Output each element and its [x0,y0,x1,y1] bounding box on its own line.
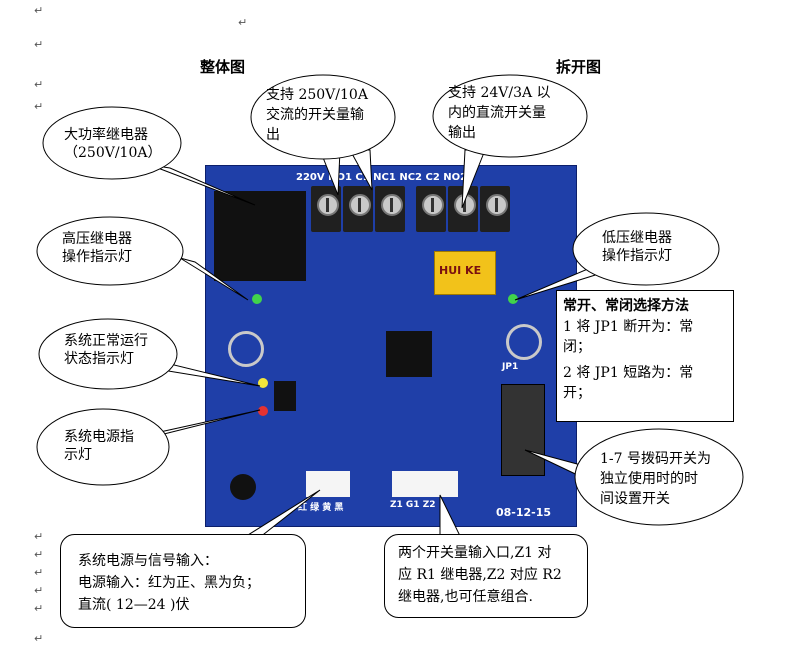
callout-line: 输出 [448,125,476,141]
paragraph-mark: ↵ [34,4,44,17]
paragraph-mark: ↵ [34,602,44,615]
power-connector [306,471,350,497]
yellow-led [258,378,268,388]
paragraph-mark: ↵ [34,530,44,543]
paragraph-mark: ↵ [34,38,44,51]
note-line: 1 将 JP1 断开为：常 [563,319,694,335]
heading-disassembled-view: 拆开图 [556,58,602,76]
z-port-labels: Z1 G1 Z2 [390,500,436,510]
mounting-hole-right [506,324,542,360]
callout-line: 高压继电器 [62,231,132,247]
callout-line: 示灯 [64,447,92,463]
relay-brand: HUI KE [439,264,482,277]
callout-line: 系统电源与信号输入： [78,553,218,569]
callout-relay-big: 大功率继电器 （250V/10A） [42,106,182,180]
note-title: 常开、常闭选择方法 [563,298,689,314]
ic-chip [274,381,296,411]
callout-line: 操作指示灯 [62,249,132,265]
tail-hv-led [179,257,249,301]
callout-line: 1-7 号拨码开关为 [600,451,711,467]
heading-overall-view: 整体图 [200,58,246,76]
tail-dc-output [461,149,486,209]
callout-hv-led: 高压继电器 操作指示灯 [36,216,184,286]
microcontroller-chip [386,331,432,377]
callout-line: 支持 250V/10A [266,87,368,103]
paragraph-mark: ↵ [34,632,44,645]
callout-line: 系统电源指 [64,429,134,445]
callout-line: 支持 24V/3A 以 [448,85,551,101]
callout-line: 出 [266,127,280,143]
callout-line: 独立使用时的时 [600,471,698,487]
small-relay: HUI KE [434,251,496,295]
callout-line: 大功率继电器 [64,127,148,143]
callout-run-led: 系统正常运行 状态指示灯 [38,318,178,390]
callout-line: 两个开关量输入口,Z1 对 [398,545,552,561]
board-date: 08-12-15 [496,506,552,519]
callout-line: 电源输入：红为正、黑为负； [78,575,260,591]
capacitor [230,474,256,500]
callout-power-led: 系统电源指 示灯 [36,408,170,486]
callout-dip-switch: 1-7 号拨码开关为 独立使用时的时 间设置开关 [574,428,744,526]
wire-colors: 红 绿 黄 黑 [298,503,344,513]
callout-line: 内的直流开关量 [448,105,546,121]
callout-switch-input: 两个开关量输入口,Z1 对 应 R1 继电器,Z2 对应 R2 继电器,也可任意… [384,534,588,618]
callout-line: 间设置开关 [600,491,670,507]
callout-line: 状态指示灯 [64,351,134,367]
callout-power-input: 系统电源与信号输入： 电源输入：红为正、黑为负； 直流( 12—24 )伏 [60,534,306,628]
jp1-label: JP1 [502,362,519,372]
dip-switch-block [501,384,545,476]
nc-no-select-note: 常开、常闭选择方法 1 将 JP1 断开为：常 闭； 2 将 JP1 短路为：常… [556,290,734,422]
callout-line: 继电器,也可任意组合. [398,589,533,605]
note-line: 开； [563,385,591,401]
green-led-high [252,294,262,304]
note-line: 闭； [563,339,591,355]
paragraph-mark: ↵ [34,548,44,561]
callout-line: 操作指示灯 [602,248,672,264]
paragraph-mark: ↵ [34,100,44,113]
note-line: 2 将 JP1 短路为：常 [563,365,694,381]
paragraph-mark: ↵ [34,78,44,91]
callout-line: （250V/10A） [64,145,162,161]
green-led-low [508,294,518,304]
callout-line: 应 R1 继电器,Z2 对应 R2 [398,567,562,583]
callout-dc-output: 支持 24V/3A 以 内的直流开关量 输出 [432,74,588,158]
pcb-board-photo: 220V NO1 C1 NC1 NC2 C2 NO2 HUI KE 红 绿 黄 … [205,165,577,527]
callout-line: 系统正常运行 [64,333,148,349]
callout-line: 直流( 12—24 )伏 [78,597,190,613]
high-power-relay [214,191,306,281]
paragraph-mark: ↵ [34,566,44,579]
mounting-hole-left [228,331,264,367]
paragraph-mark: ↵ [34,584,44,597]
paragraph-mark: ↵ [238,16,248,29]
red-led [258,406,268,416]
callout-lv-led: 低压继电器 操作指示灯 [572,212,720,286]
callout-line: 低压继电器 [602,230,672,246]
callout-ac-output: 支持 250V/10A 交流的开关量输 出 [250,74,396,160]
callout-line: 交流的开关量输 [266,107,364,123]
terminal-labels: 220V NO1 C1 NC1 NC2 C2 NO2 [296,172,468,183]
switch-input-connector [392,471,458,497]
